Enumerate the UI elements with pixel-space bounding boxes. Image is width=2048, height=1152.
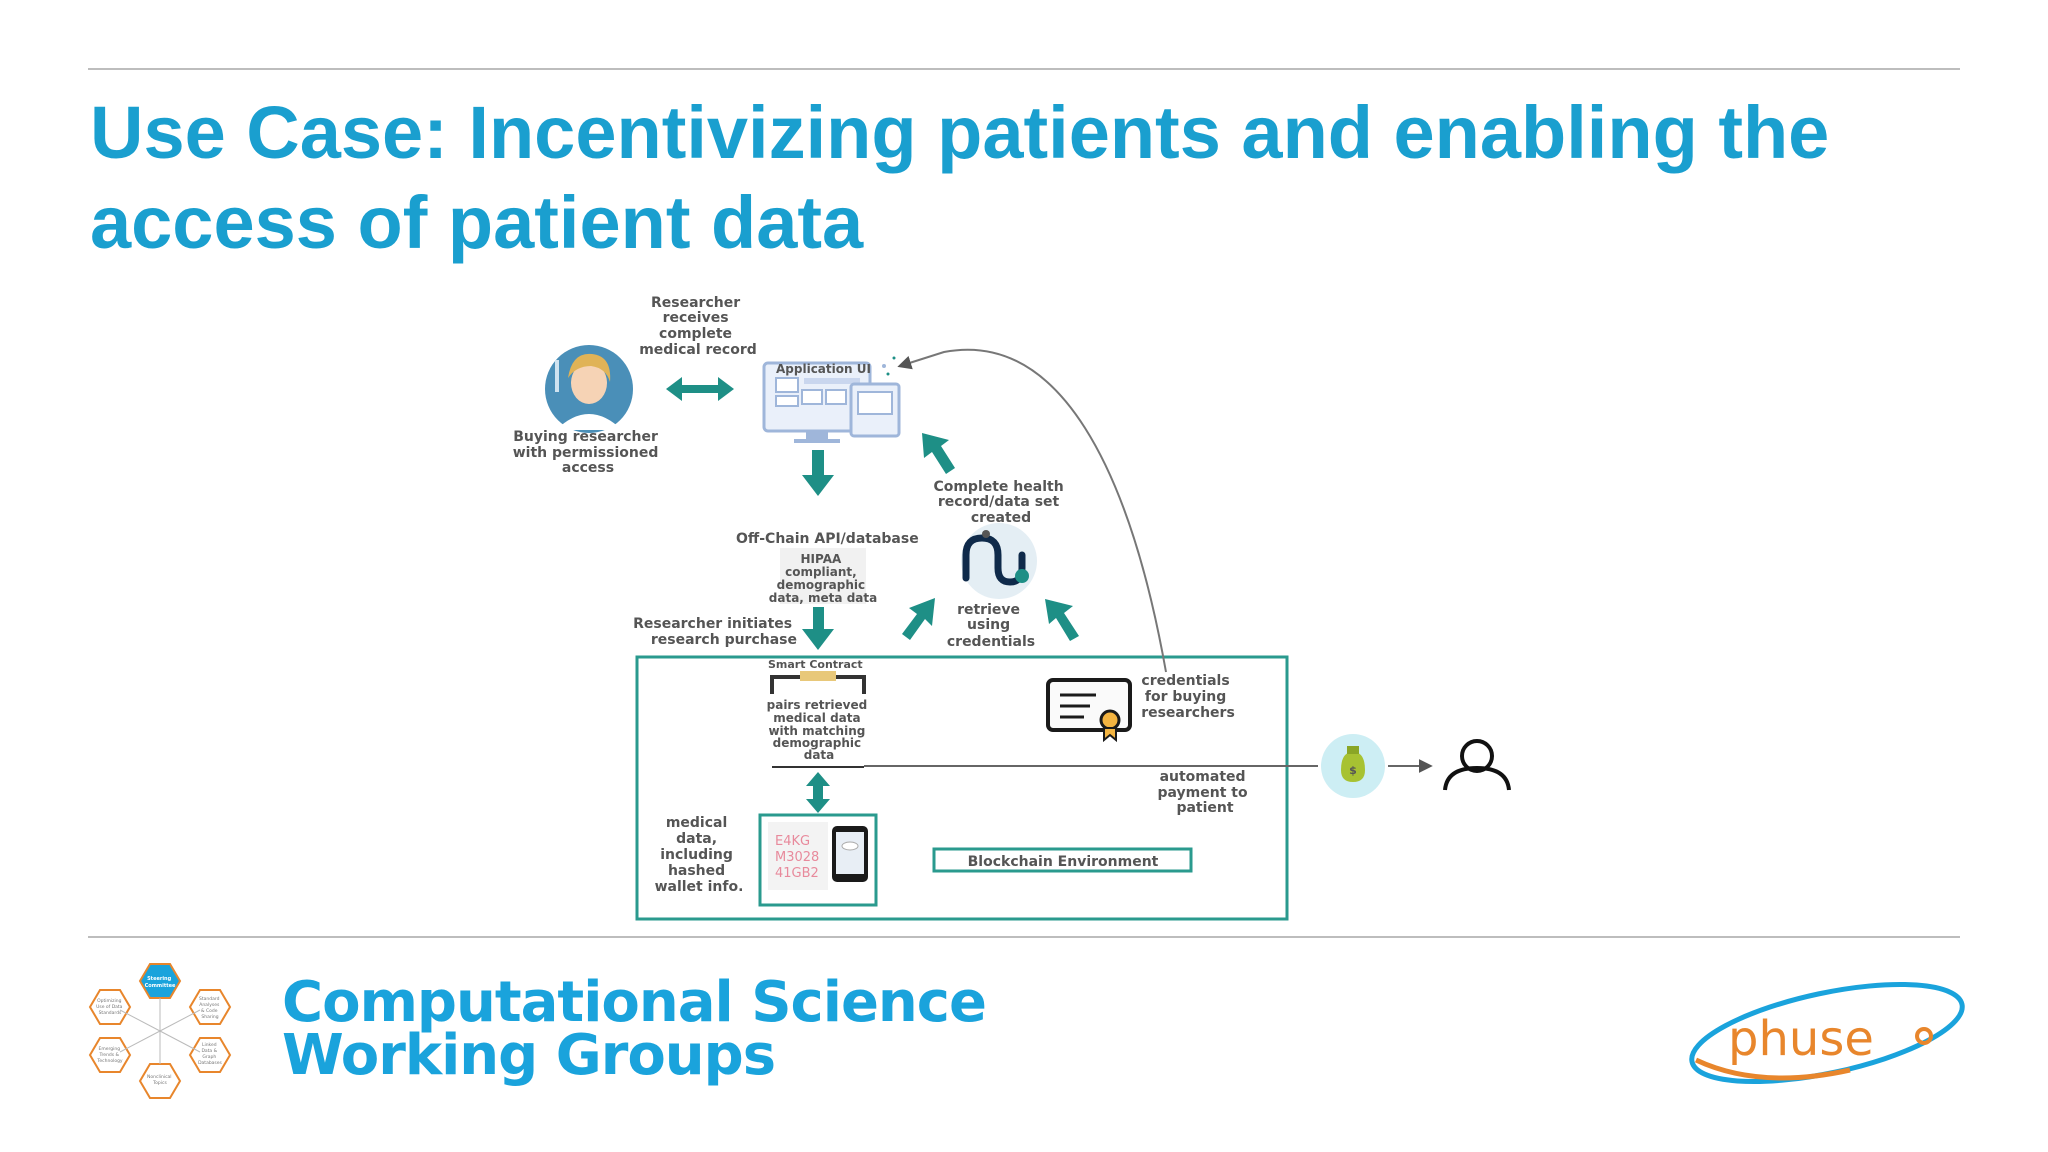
arrow-down-icon-2: [802, 607, 834, 650]
svg-text:Standard Analyses: Standard Analyses & Code Sharing: [199, 996, 221, 1020]
researcher-receives-label: Researcher receives complete medical rec…: [639, 295, 757, 358]
patient-icon: [1443, 739, 1511, 791]
off-chain-body: HIPAA compliant, demographic data, meta …: [769, 552, 877, 605]
blockchain-environment-box: [635, 655, 1289, 921]
brand-line-2: Working Groups: [282, 1023, 776, 1088]
svg-text:Emerging Trends &: Emerging Trends & Technology: [96, 1046, 123, 1064]
researcher-avatar-icon: [545, 345, 633, 433]
retrieve-using-label: retrieve using credentials: [947, 602, 1035, 650]
hash-codes: E4KG M3028 41GB2: [775, 834, 823, 881]
svg-text:Optimizing Use of Data: Optimizing Use of Data Standards: [96, 998, 124, 1016]
automated-payment-label: automated payment to patient: [1158, 769, 1253, 816]
researcher-initiates-label: Researcher initiates research purchase: [633, 616, 797, 648]
stethoscope-icon: [961, 523, 1037, 599]
certificate-icon: [1046, 678, 1132, 743]
credentials-curve-arrow: [897, 348, 1167, 673]
off-chain-title: Off-Chain API/database: [736, 531, 919, 547]
svg-text:Steering Committee: Steering Committee: [145, 976, 176, 989]
wallet-box: [758, 813, 878, 907]
blockchain-label-box: [932, 847, 1193, 873]
arrow-up-right-icon: [902, 598, 935, 640]
slide-title: Use Case: Incentivizing patients and ena…: [90, 91, 1830, 264]
money-bag-icon: [1321, 734, 1385, 798]
double-arrow-vertical-icon: [806, 772, 830, 813]
svg-text:Linked Data & Grap: Linked Data & Graph Databases: [198, 1042, 222, 1066]
coin-symbol: $: [1349, 764, 1357, 777]
smart-contract-body: pairs retrieved medical data with matchi…: [767, 698, 872, 762]
phuse-logo-text: phuse: [1728, 1011, 1874, 1067]
application-ui-icon: [762, 356, 901, 443]
arrow-up-left-icon-2: [1045, 599, 1079, 641]
credentials-label: credentials for buying researchers: [1141, 673, 1235, 721]
bottom-rule: [88, 936, 1960, 938]
complete-health-record-label: Complete health record/data set created: [933, 479, 1068, 526]
buying-researcher-label: Buying researcher with permissioned acce…: [513, 429, 664, 476]
brand-line-1: Computational Science: [282, 970, 987, 1035]
medical-data-label: medical data, including hashed wallet in…: [655, 815, 744, 895]
top-rule: [88, 68, 1960, 70]
blockchain-environment-label: Blockchain Environment: [968, 854, 1159, 870]
phuse-logo: [1689, 981, 1965, 1085]
working-groups-hex-logo: Steering Committee Optimizing Use of Dat…: [88, 963, 232, 1099]
smart-contract-title: Smart Contract: [768, 658, 863, 671]
computational-science-brand: Computational Science Working Groups: [282, 975, 987, 1084]
arrow-down-icon: [802, 450, 834, 496]
double-arrow-icon: [666, 377, 734, 401]
smart-contract-icon: [770, 671, 866, 694]
arrow-up-left-icon: [922, 433, 955, 474]
off-chain-database-box: [780, 548, 866, 604]
svg-text:Nonclinical Topics: Nonclinical Topics: [147, 1074, 173, 1086]
application-ui-label: Application UI: [776, 362, 871, 376]
